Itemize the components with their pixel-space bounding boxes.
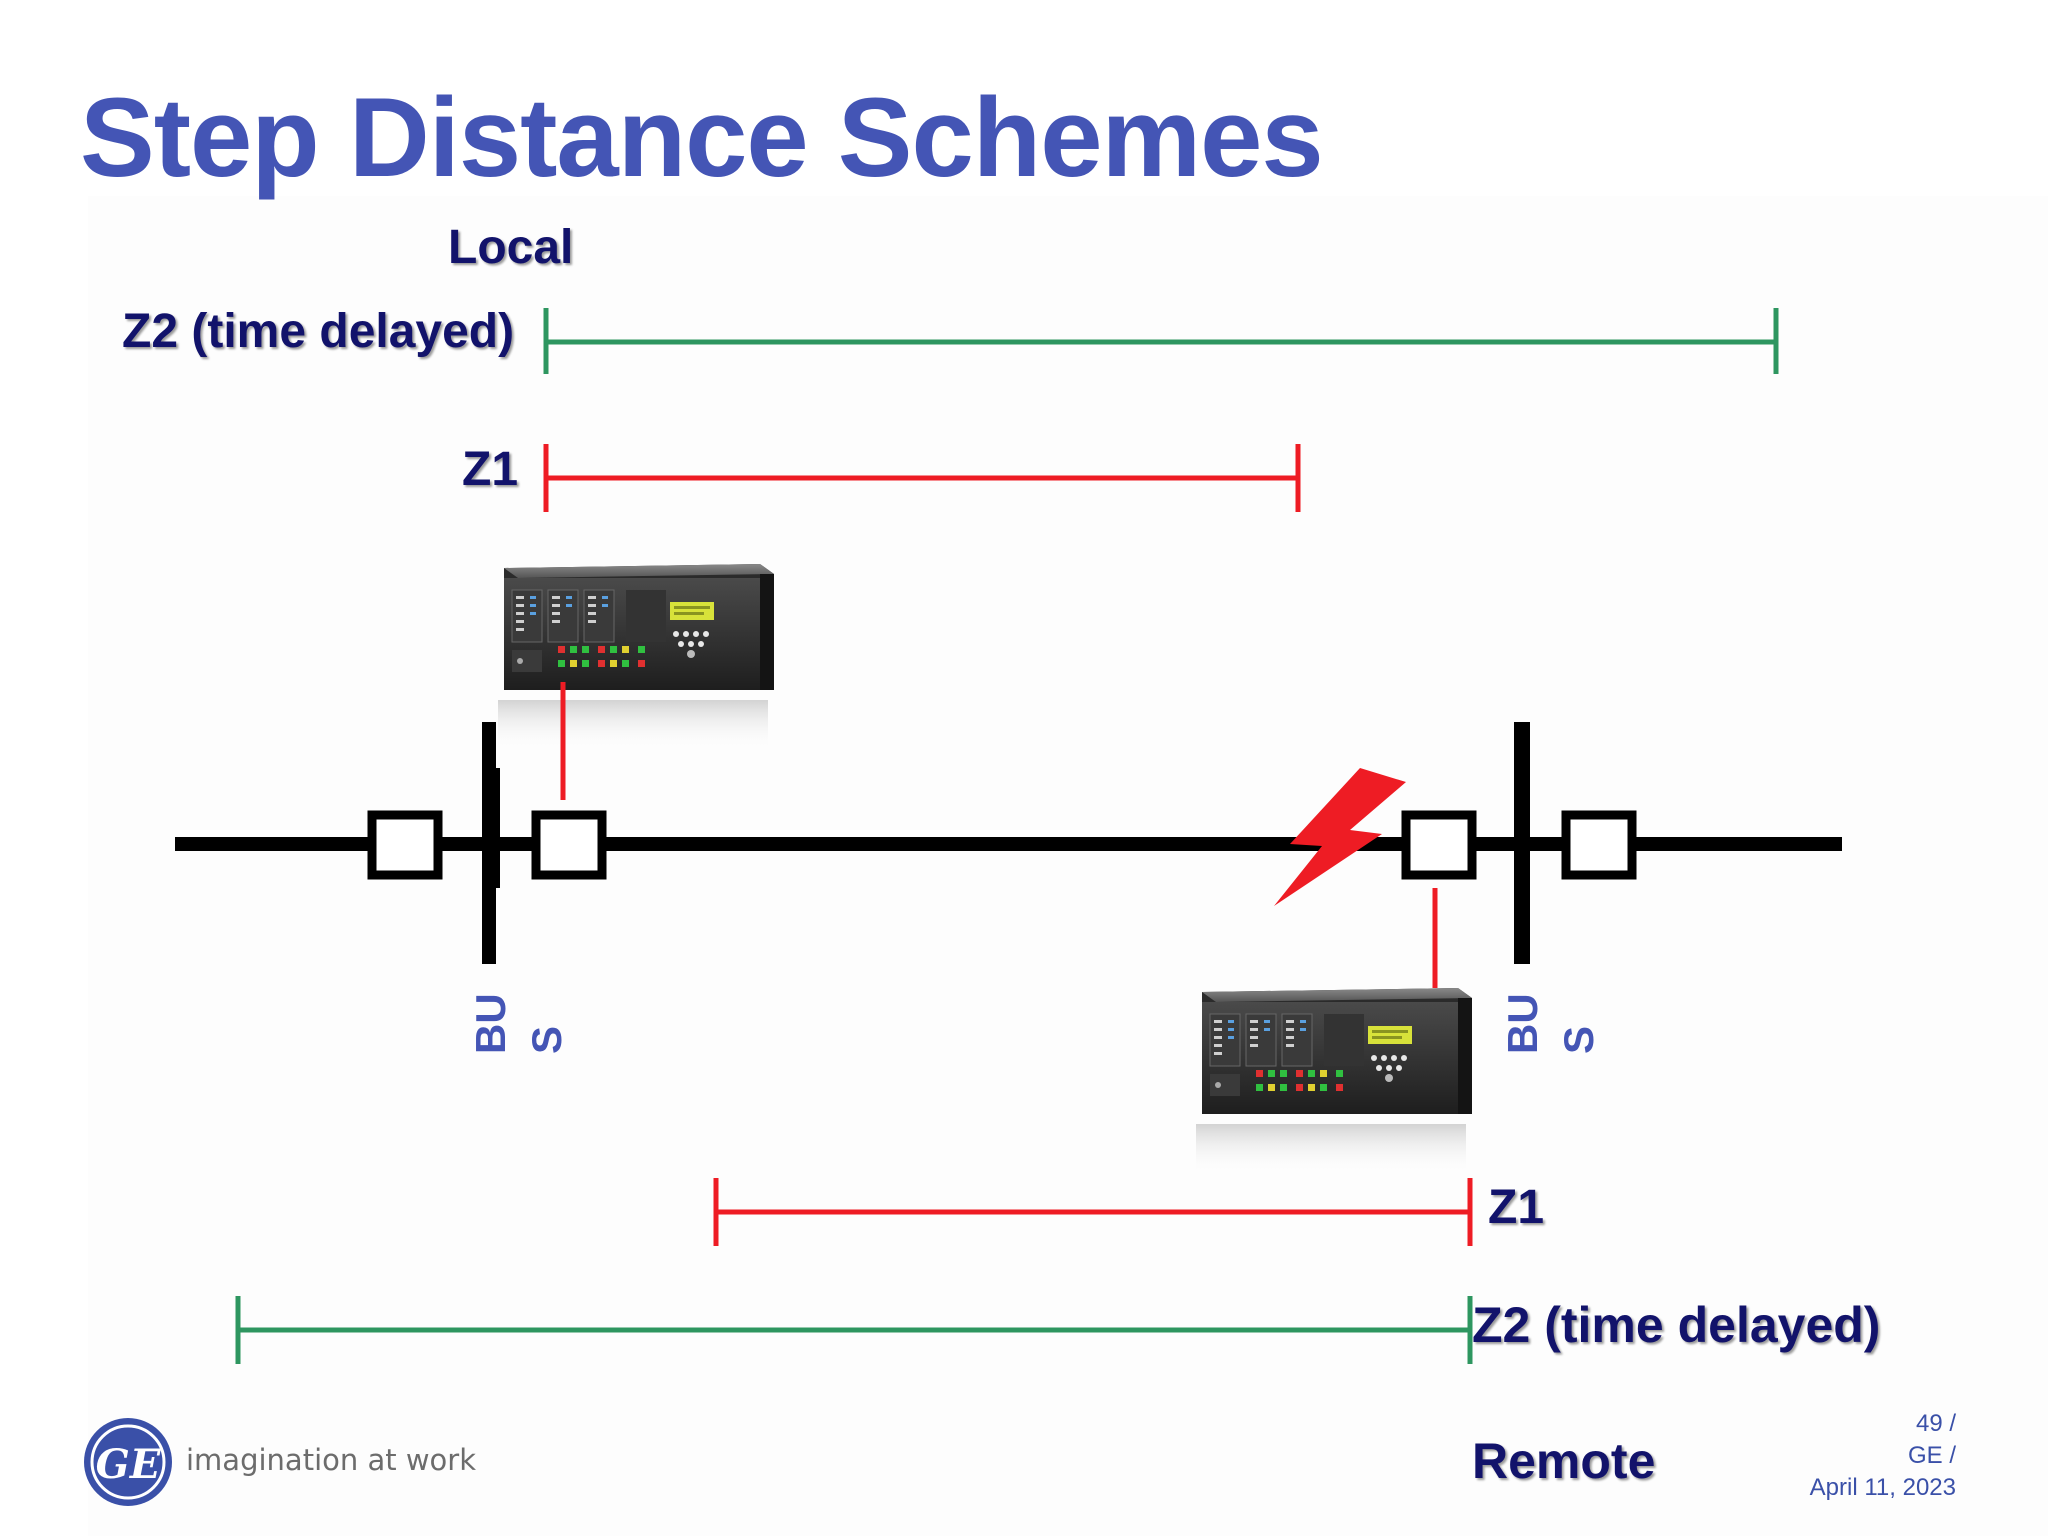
footer-company: GE / <box>1907 1442 1956 1469</box>
footer-date: April 11, 2023 <box>1809 1474 1956 1501</box>
fault-lightning-icon <box>1274 768 1406 906</box>
breaker-left-line <box>531 810 607 880</box>
local-z1-label: Z1 <box>462 443 519 496</box>
local-z2-reach <box>543 308 1779 374</box>
footer-page-number: 49 / <box>1915 1410 1956 1437</box>
breaker-left-outer <box>367 810 443 880</box>
svg-text:GE: GE <box>96 1441 161 1488</box>
remote-relay <box>1196 987 1473 1174</box>
left-bus <box>482 722 500 964</box>
remote-label: Remote <box>1472 1433 1656 1489</box>
remote-z2-label: Z2 (time delayed) <box>1472 1297 1881 1353</box>
remote-z2-reach <box>235 1296 1473 1364</box>
right-bus <box>1514 722 1530 964</box>
local-z1-reach <box>543 444 1301 512</box>
local-relay <box>498 563 775 750</box>
logo-tagline: imagination at work <box>186 1443 476 1477</box>
slide-title: Step Distance Schemes <box>80 75 1324 200</box>
breaker-right-outer <box>1561 810 1637 880</box>
local-z2-label: Z2 (time delayed) <box>122 305 515 358</box>
breaker-right-line <box>1401 810 1477 880</box>
remote-z1-reach <box>713 1178 1473 1246</box>
ge-logo-icon: GE <box>84 1418 172 1506</box>
remote-z1-label: Z1 <box>1488 1181 1545 1234</box>
local-label: Local <box>448 221 574 274</box>
